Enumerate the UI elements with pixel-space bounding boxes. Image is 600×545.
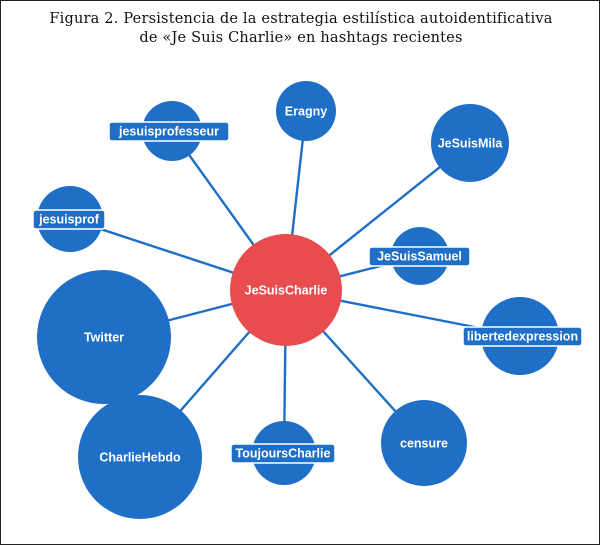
pill-jesuissamuel: [368, 246, 471, 267]
label-libertedexpression: libertedexpression: [467, 330, 578, 344]
label-charliehebdo: CharlieHebdo: [99, 451, 181, 465]
pill-toujourscharlie: [230, 443, 336, 464]
node-eragny: [276, 81, 336, 141]
pill-jesuisprofesseur: [108, 121, 230, 142]
labels: Eragny jesuisprofesseur JeSuisMila jesui…: [38, 105, 578, 465]
title-line-2: de «Je Suis Charlie» en hashtags recient…: [139, 30, 463, 46]
label-jesuisprof: jesuisprof: [38, 213, 100, 227]
figure-title: Figura 2. Persistencia de la estrategia …: [1, 10, 600, 48]
label-jesuismila: JeSuisMila: [438, 137, 504, 151]
node-censure: [381, 400, 467, 486]
label-jesuischarlie-center: JeSuisCharlie: [245, 284, 328, 298]
label-twitter: Twitter: [84, 331, 124, 345]
pill-libertedexpression: [462, 326, 583, 347]
label-toujourscharlie: ToujoursCharlie: [236, 447, 331, 461]
pill-jesuisprof: [32, 209, 106, 230]
node-jesuischarlie-center: [230, 234, 342, 346]
title-line-1: Figura 2. Persistencia de la estrategia …: [49, 11, 553, 27]
node-twitter: [37, 270, 171, 404]
node-jesuismila: [431, 104, 509, 182]
node-charliehebdo: [78, 395, 202, 519]
label-censure: censure: [400, 437, 448, 451]
label-jesuisprofesseur: jesuisprofesseur: [118, 125, 219, 139]
label-jesuissamuel: JeSuisSamuel: [377, 250, 462, 264]
label-pills: [32, 121, 583, 464]
label-eragny: Eragny: [285, 105, 327, 119]
